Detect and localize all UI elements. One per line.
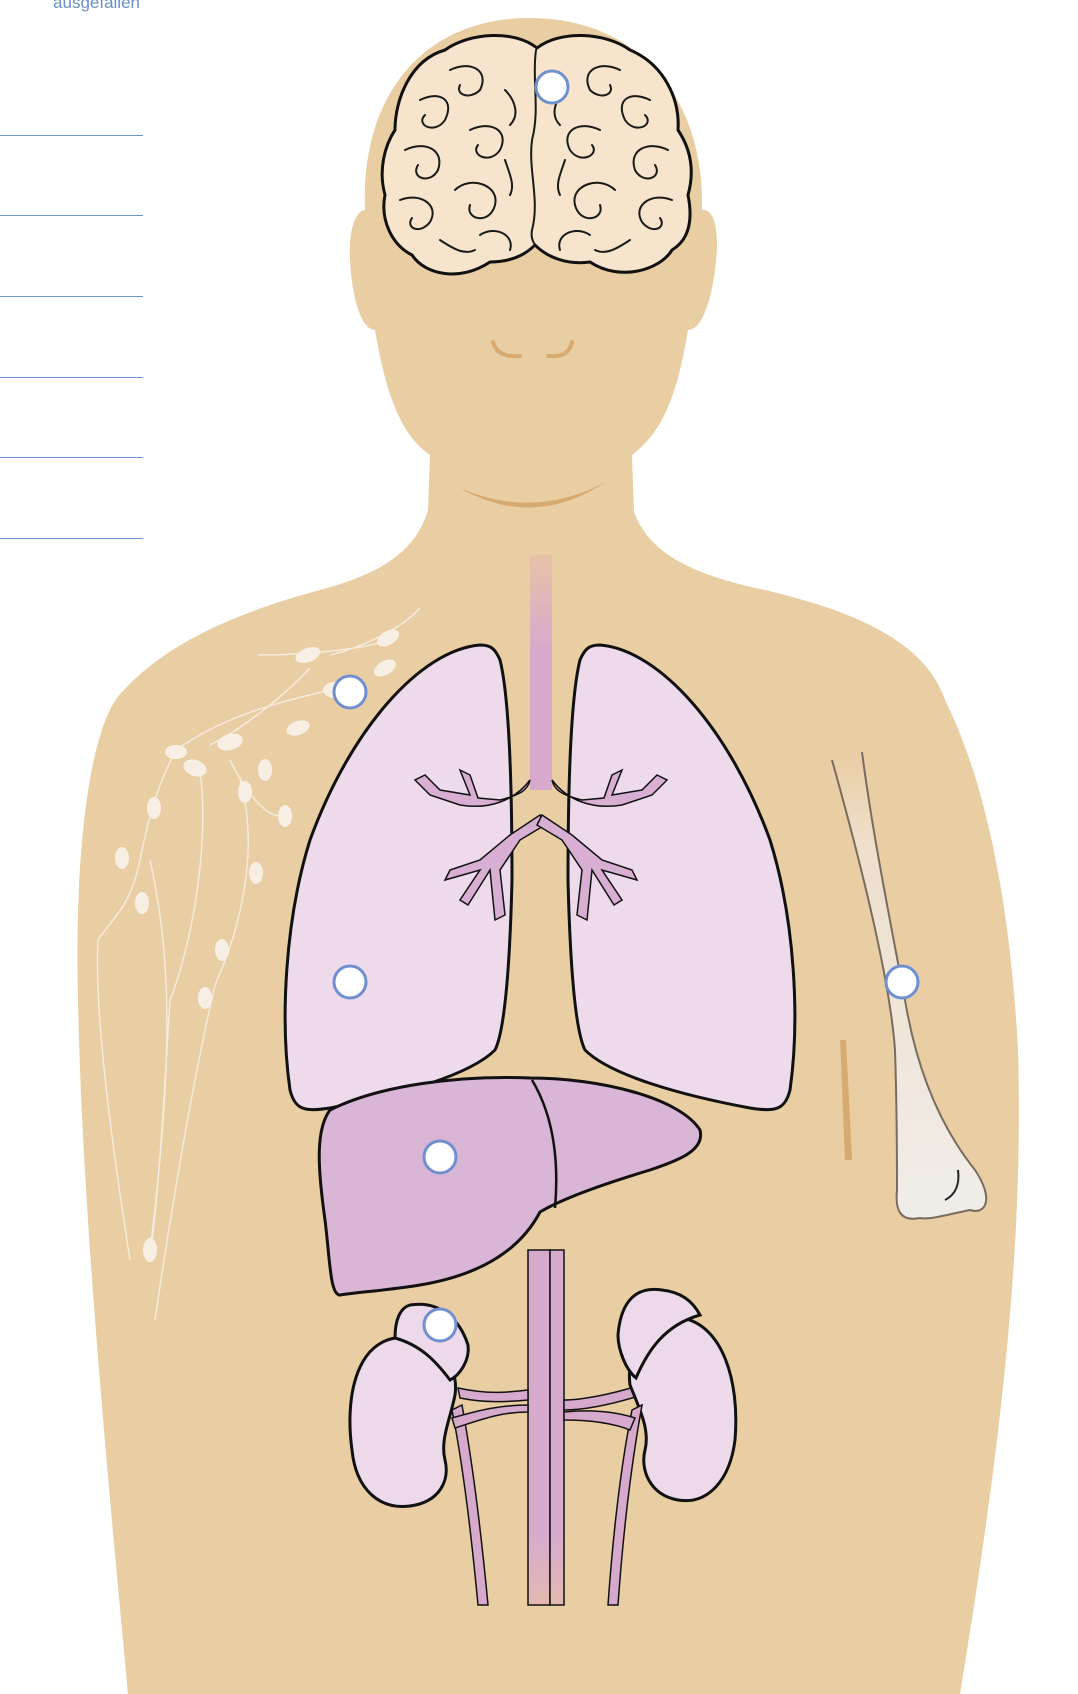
brain: [382, 35, 691, 273]
marker-lymph-node[interactable]: [334, 676, 366, 708]
marker-adrenal-gland[interactable]: [424, 1309, 456, 1341]
trachea: [530, 555, 552, 790]
marker-liver[interactable]: [424, 1141, 456, 1173]
marker-bone[interactable]: [886, 966, 918, 998]
marker-lung[interactable]: [334, 966, 366, 998]
marker-brain[interactable]: [536, 71, 568, 103]
